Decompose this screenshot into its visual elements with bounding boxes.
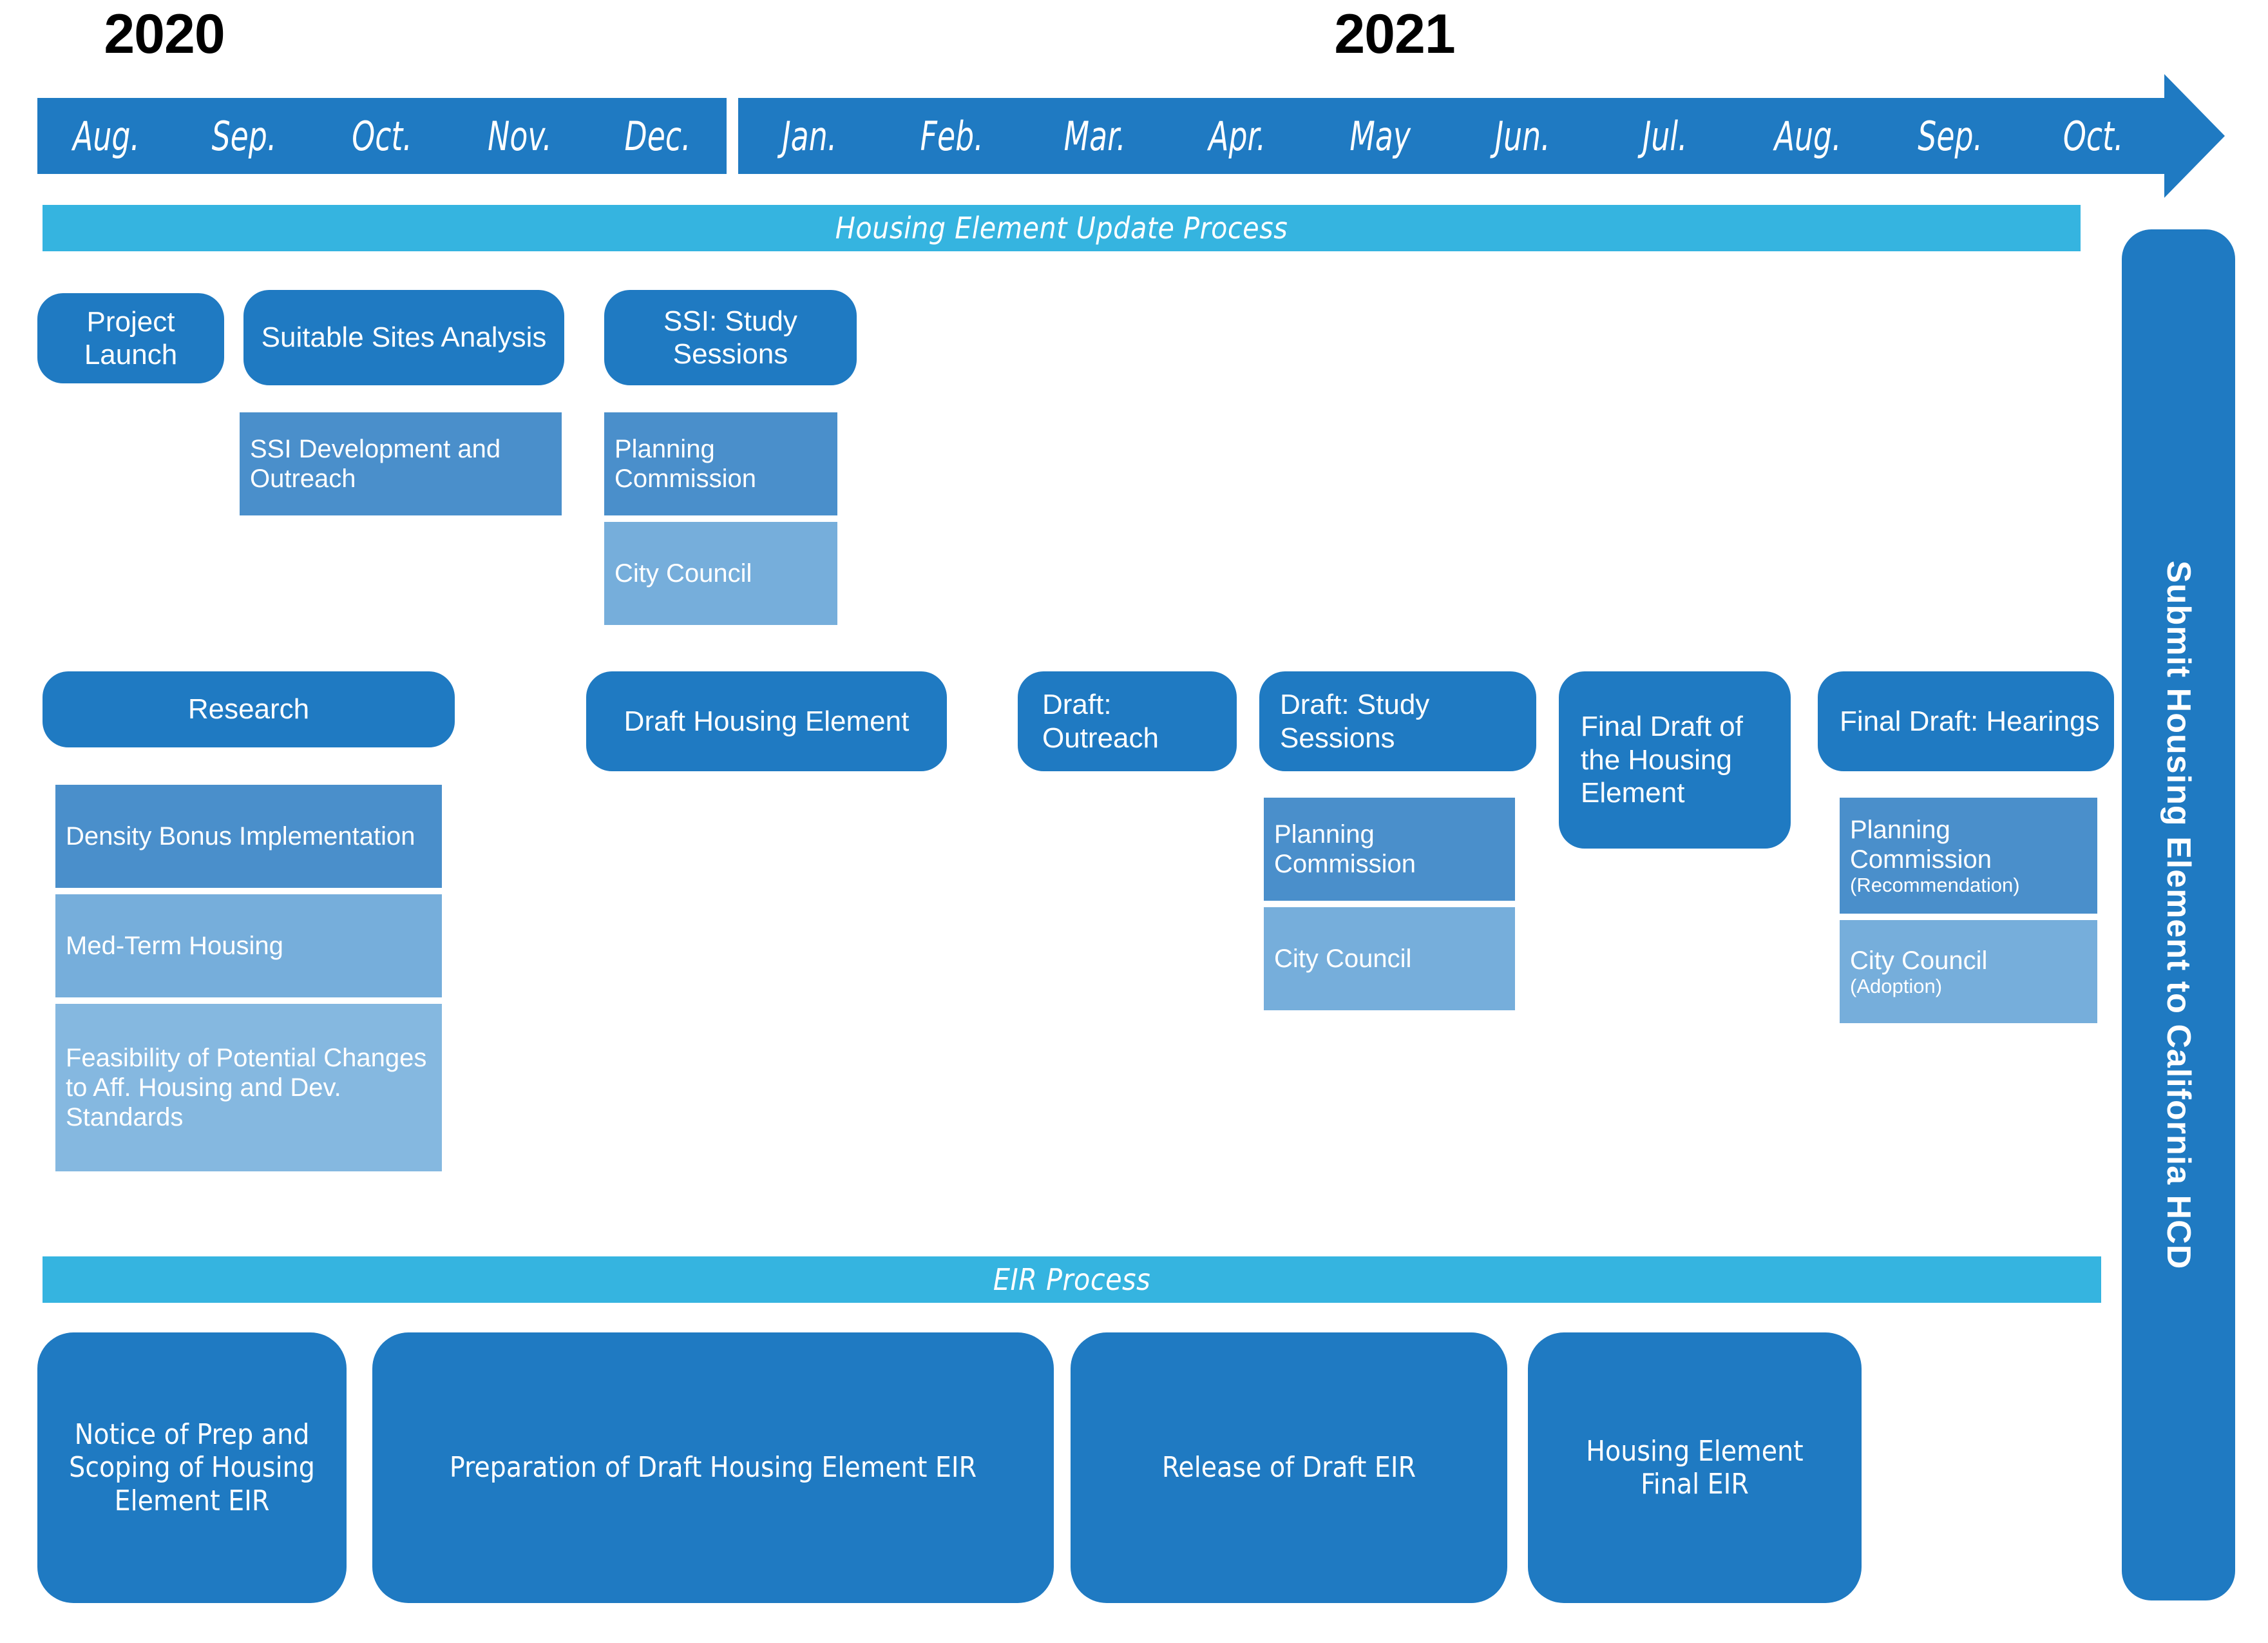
submit-housing-element-bar[interactable]: Submit Housing Element to California HCD — [2122, 229, 2235, 1600]
timeline-arrow-icon — [2164, 74, 2225, 198]
phase-housing-element-final-eir[interactable]: Housing Element Final EIR — [1528, 1332, 1862, 1603]
sub-density-bonus-implementation[interactable]: Density Bonus Implementation — [55, 785, 442, 888]
phase-ssi-study-sessions[interactable]: SSI: Study Sessions — [604, 290, 857, 385]
phase-notice-of-prep-and-scoping[interactable]: Notice of Prep and Scoping of Housing El… — [37, 1332, 347, 1603]
month-cell-nov-2020: Nov. — [488, 112, 552, 160]
submit-housing-element-label: Submit Housing Element to California HCD — [2160, 560, 2197, 1270]
sub-med-term-housing[interactable]: Med-Term Housing — [55, 894, 442, 997]
sub-draft-planning-commission[interactable]: Planning Commission — [1264, 798, 1515, 901]
sub-ssi-planning-commission[interactable]: Planning Commission — [604, 412, 837, 515]
month-cell-aug-2021: Aug. — [1774, 112, 1842, 160]
phase-draft-study-sessions[interactable]: Draft: Study Sessions — [1259, 671, 1536, 771]
phase-draft-outreach[interactable]: Draft: Outreach — [1018, 671, 1237, 771]
month-cell-jul-2021: Jul. — [1643, 112, 1688, 160]
band-housing-element-update-process: Housing Element Update Process — [43, 205, 2081, 251]
month-cell-may-2021: May — [1349, 112, 1411, 160]
month-cell-sep-2020: Sep. — [211, 112, 277, 160]
sub-final-city-council[interactable]: City Council (Adoption) — [1840, 920, 2097, 1023]
month-cell-sep-2021: Sep. — [1918, 112, 1983, 160]
sub-ssi-city-council[interactable]: City Council — [604, 522, 837, 625]
phase-release-of-draft-eir[interactable]: Release of Draft EIR — [1071, 1332, 1507, 1603]
phase-suitable-sites-analysis[interactable]: Suitable Sites Analysis — [243, 290, 564, 385]
sub-ssi-development-and-outreach[interactable]: SSI Development and Outreach — [240, 412, 562, 515]
month-cell-oct-2020: Oct. — [352, 112, 412, 160]
year-label-2021: 2021 — [1334, 3, 1455, 65]
band-eir-process: EIR Process — [43, 1256, 2101, 1303]
month-bar-2020: Aug. Sep. Oct. Nov. Dec. — [37, 98, 727, 174]
sub-final-city-council-label: City Council — [1850, 946, 1988, 975]
phase-project-launch[interactable]: Project Launch — [37, 293, 224, 383]
month-cell-mar-2021: Mar. — [1063, 112, 1126, 160]
sub-feasibility-of-potential-changes[interactable]: Feasibility of Potential Changes to Aff.… — [55, 1004, 442, 1171]
phase-draft-housing-element[interactable]: Draft Housing Element — [586, 671, 947, 771]
month-cell-feb-2021: Feb. — [920, 112, 984, 160]
month-bar-2021: Jan. Feb. Mar. Apr. May Jun. Jul. Aug. S… — [738, 98, 2164, 174]
month-cell-jan-2021: Jan. — [782, 112, 837, 160]
sub-draft-city-council[interactable]: City Council — [1264, 907, 1515, 1010]
year-label-2020: 2020 — [104, 3, 225, 65]
phase-final-draft-hearings[interactable]: Final Draft: Hearings — [1818, 671, 2114, 771]
month-cell-oct-2021: Oct. — [2063, 112, 2124, 160]
phase-research[interactable]: Research — [43, 671, 455, 747]
sub-final-planning-commission-note: (Recommendation) — [1850, 873, 2020, 896]
phase-final-draft-of-the-housing-element[interactable]: Final Draft of the Housing Element — [1559, 671, 1791, 849]
month-cell-jun-2021: Jun. — [1494, 112, 1550, 160]
sub-final-planning-commission[interactable]: Planning Commission (Recommendation) — [1840, 798, 2097, 914]
month-cell-dec-2020: Dec. — [624, 112, 691, 160]
sub-final-planning-commission-label: Planning Commission — [1850, 815, 1992, 874]
sub-final-city-council-note: (Adoption) — [1850, 974, 1943, 997]
month-cell-apr-2021: Apr. — [1208, 112, 1266, 160]
month-cell-aug-2020: Aug. — [73, 112, 140, 160]
phase-preparation-of-draft-eir[interactable]: Preparation of Draft Housing Element EIR — [372, 1332, 1054, 1603]
